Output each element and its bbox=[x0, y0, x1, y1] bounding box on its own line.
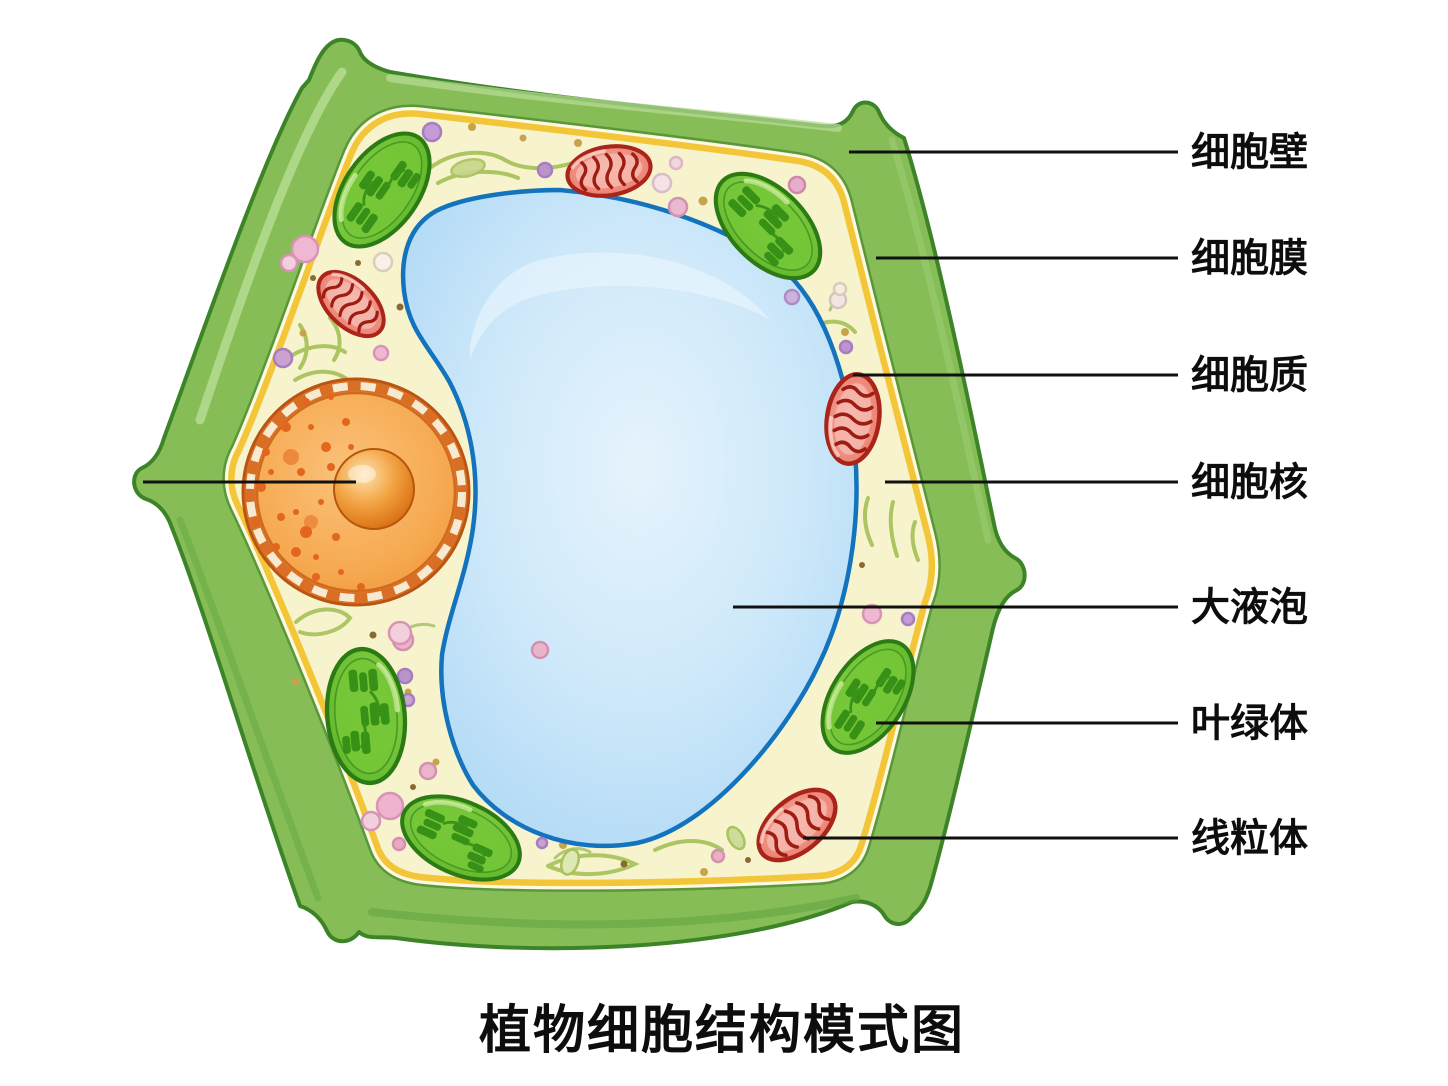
sprout-organelles bbox=[450, 157, 746, 876]
leader-lines bbox=[143, 150, 1178, 840]
label-mitochondrion: 线粒体 bbox=[1191, 818, 1308, 861]
vesicles bbox=[272, 121, 916, 864]
vacuole-highlight bbox=[469, 252, 770, 360]
label-chloroplast: 叶绿体 bbox=[1191, 703, 1308, 746]
label-cytoplasm: 细胞质 bbox=[1191, 355, 1308, 398]
vacuole bbox=[400, 187, 859, 849]
nucleus bbox=[241, 377, 471, 607]
cell-wall-shading bbox=[176, 67, 992, 929]
nuclear-envelope-pores bbox=[246, 382, 466, 602]
part-labels: 细胞壁 细胞膜 细胞质 细胞核 大液泡 叶绿体 线粒体 bbox=[1191, 132, 1308, 861]
nucleolus-highlight bbox=[348, 465, 376, 483]
label-vacuole: 大液泡 bbox=[1191, 587, 1308, 630]
diagram-title: 植物细胞结构模式图 bbox=[479, 1002, 965, 1060]
label-nucleus: 细胞核 bbox=[1191, 462, 1308, 505]
nucleolus bbox=[333, 448, 415, 530]
chromatin-speckles bbox=[252, 394, 365, 591]
label-cell-wall: 细胞壁 bbox=[1191, 132, 1308, 175]
label-cell-membrane: 细胞膜 bbox=[1191, 238, 1308, 281]
